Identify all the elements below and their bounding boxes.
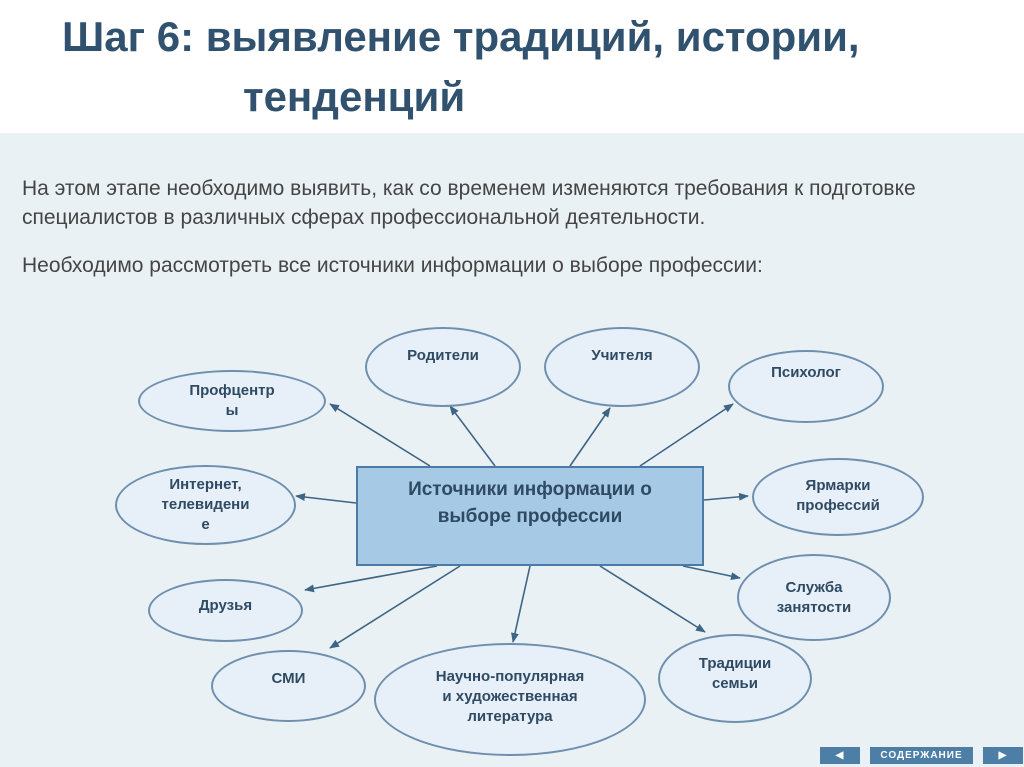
node-friends: Друзья: [148, 579, 303, 642]
page-title-line-2: тенденций: [243, 73, 466, 120]
arrow-to-family-traditions: [599, 565, 706, 633]
node-internet-tv: Интернет, телевидени е: [115, 465, 296, 545]
arrow-right-icon: ▶: [998, 750, 1008, 761]
node-job-fairs: Ярмарки профессий: [752, 458, 924, 536]
node-literature: Научно-популярная и художественная литер…: [374, 643, 646, 756]
sources-paragraph: Необходимо рассмотреть все источники инф…: [22, 254, 763, 277]
arrow-to-employment-service: [682, 565, 741, 581]
node-psychologist: Психолог: [728, 350, 884, 423]
page-title-line-1: Шаг 6: выявление традиций, истории,: [62, 13, 860, 60]
arrow-to-internet-tv: [295, 493, 357, 504]
arrow-left-icon: ◀: [835, 750, 845, 761]
arrow-to-parents: [449, 405, 496, 467]
header-band: [0, 0, 1024, 133]
next-slide-button[interactable]: ▶: [983, 747, 1023, 764]
node-parents: Родители: [365, 327, 521, 407]
intro-paragraph: На этом этапе необходимо выявить, как со…: [22, 177, 916, 229]
node-family-traditions: Традиции семьи: [658, 634, 812, 723]
arrow-to-teachers: [569, 407, 611, 467]
diagram-center-box: Источники информации о выборе профессии: [356, 466, 704, 566]
arrow-to-career-centers: [329, 403, 431, 467]
arrow-to-psychologist: [639, 403, 734, 467]
prev-slide-button[interactable]: ◀: [820, 747, 860, 764]
contents-label: СОДЕРЖАНИЕ: [880, 750, 963, 761]
arrow-to-literature: [511, 565, 531, 643]
contents-button[interactable]: СОДЕРЖАНИЕ: [870, 747, 973, 764]
node-media: СМИ: [211, 650, 366, 722]
node-career-centers: Профцентр ы: [138, 370, 326, 432]
arrow-to-job-fairs: [703, 492, 749, 501]
arrow-to-media: [329, 565, 461, 649]
arrow-to-friends: [304, 565, 438, 593]
node-employment-service: Служба занятости: [737, 554, 891, 641]
node-teachers: Учителя: [544, 327, 700, 407]
